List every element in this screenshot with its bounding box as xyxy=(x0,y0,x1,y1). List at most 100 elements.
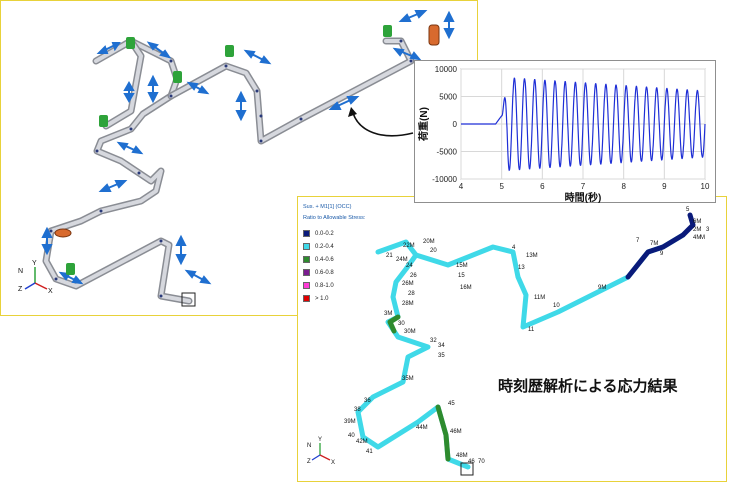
callout-arrowhead xyxy=(348,107,357,117)
node-label: 46 xyxy=(468,459,475,465)
legend-label: 0.2-0.4 xyxy=(315,243,334,250)
node-label: 24M xyxy=(396,257,408,263)
stress-run-cyan xyxy=(355,239,471,470)
node-label: 3 xyxy=(706,227,710,233)
y-tick-label: 5000 xyxy=(439,93,457,102)
legend-label: 0.8-1.0 xyxy=(315,282,334,289)
support-icon xyxy=(173,71,182,83)
support-icon xyxy=(383,25,392,37)
stress-run-green xyxy=(387,314,401,334)
node-label: 7M xyxy=(650,241,658,247)
node-label: 7 xyxy=(636,238,640,244)
axis-triad-icon: Y X Z N xyxy=(307,437,335,466)
node-label: 38 xyxy=(354,407,361,413)
node-label: 3M xyxy=(384,311,392,317)
support-icon xyxy=(126,37,135,49)
node-label: 26 xyxy=(410,273,417,279)
node-label: 22M xyxy=(403,243,415,249)
piping-model-canvas[interactable]: Y X Z N xyxy=(1,1,479,317)
node-label: 16M xyxy=(460,285,472,291)
axis-y-label: Y xyxy=(32,260,37,267)
axis-n-label: N xyxy=(18,268,23,275)
legend-swatch xyxy=(303,256,310,263)
node-label: 4 xyxy=(512,245,516,251)
x-axis-title: 時間(秒) xyxy=(565,191,602,204)
node-label: 45 xyxy=(448,401,455,407)
node-label: 5 xyxy=(686,207,690,213)
node-label: 48M xyxy=(456,453,468,459)
node-label: 28M xyxy=(402,301,414,307)
legend-title: Ratio to Allowable Stress: xyxy=(303,215,366,221)
callout-arrow xyxy=(352,112,414,137)
node-label: 30M xyxy=(404,329,416,335)
support-icon xyxy=(99,115,108,127)
node-label: 28 xyxy=(408,291,415,297)
x-tick-label: 9 xyxy=(662,182,667,191)
node-label: 46M xyxy=(450,429,462,435)
node-label: 24 xyxy=(406,263,413,269)
x-tick-label: 6 xyxy=(540,182,545,191)
axis-y-label: Y xyxy=(318,437,322,443)
anchor-icon xyxy=(181,292,196,307)
pipe-supports xyxy=(66,25,392,275)
legend-item: 0.0-0.2 xyxy=(303,229,334,238)
node-label: 10 xyxy=(553,303,560,309)
node-label: 40 xyxy=(348,433,355,439)
node-label: 9M xyxy=(598,285,606,291)
stress-result-view[interactable]: Sus. + M1[1] (OCC) Ratio to Allowable St… xyxy=(297,196,727,482)
x-tick-label: 8 xyxy=(621,182,626,191)
legend-swatch xyxy=(303,243,310,250)
node-label: 34 xyxy=(438,343,445,349)
legend-item: 0.6-0.8 xyxy=(303,268,334,277)
node-label: 20M xyxy=(423,239,435,245)
anchor-icon xyxy=(460,462,474,476)
axis-n-label: N xyxy=(307,443,311,449)
legend-label: 0.6-0.8 xyxy=(315,269,334,276)
x-tick-label: 4 xyxy=(459,182,464,191)
node-label: 39M xyxy=(344,419,356,425)
axis-z-label: Z xyxy=(18,286,23,293)
valve-icon xyxy=(428,24,440,46)
node-label: 20 xyxy=(430,248,437,254)
piping-model-view[interactable]: Y X Z N xyxy=(0,0,478,316)
node-label: 35 xyxy=(438,353,445,359)
stress-run-green-lower xyxy=(435,404,451,462)
node-label: 26M xyxy=(402,281,414,287)
y-tick-label: 10000 xyxy=(435,65,458,74)
x-tick-label: 7 xyxy=(581,182,586,191)
legend-swatch xyxy=(303,269,310,276)
pipe-run-upper-highlight xyxy=(169,39,413,143)
load-series-line xyxy=(461,77,706,172)
node-label: 13 xyxy=(518,265,525,271)
axis-z-label: Z xyxy=(307,459,311,465)
support-icon xyxy=(225,45,234,57)
node-label: 11M xyxy=(534,295,545,301)
node-label: 9 xyxy=(660,251,664,257)
legend-label: 0.0-0.2 xyxy=(315,230,334,237)
node-label: 32 xyxy=(430,338,437,344)
legend-swatch xyxy=(303,230,310,237)
displacement-arrows xyxy=(41,10,455,285)
stressed-pipe-route xyxy=(355,212,696,470)
node-label: 42M xyxy=(356,439,368,445)
pipe-run-branch-highlight xyxy=(94,39,143,128)
legend-item: 0.8-1.0 xyxy=(303,281,334,290)
node-label: 21 xyxy=(386,253,393,259)
node-label: 13M xyxy=(526,253,538,259)
y-tick-label: -10000 xyxy=(432,175,457,184)
load-case-label: Sus. + M1[1] (OCC) xyxy=(303,204,352,210)
node-label: 44M xyxy=(416,425,428,431)
node-label: 15 xyxy=(458,273,465,279)
stress-run-dark xyxy=(625,212,696,280)
legend-swatch xyxy=(303,282,310,289)
node-label: 4M xyxy=(693,235,701,241)
legend-swatch xyxy=(303,295,310,302)
node-label: 2M xyxy=(693,227,701,233)
pipe-run-main-highlight xyxy=(44,39,191,303)
node-label: 70 xyxy=(478,459,485,465)
node-label: M xyxy=(700,235,705,241)
